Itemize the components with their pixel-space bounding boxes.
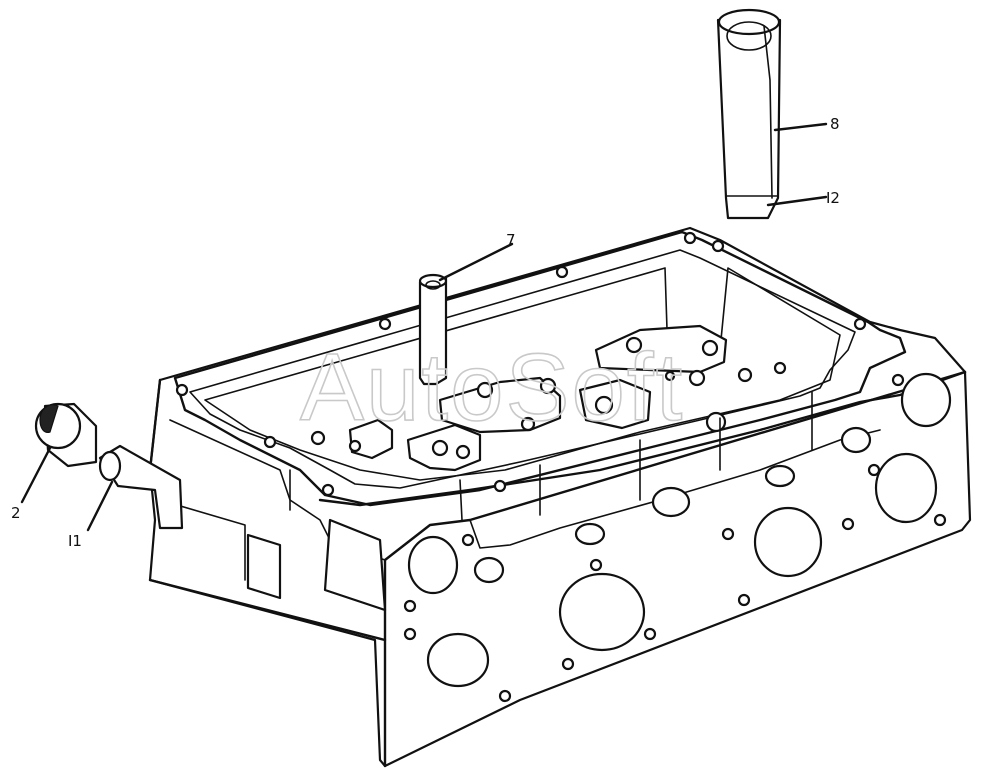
callout-2: 2 bbox=[11, 504, 21, 522]
callout-8: 8 bbox=[830, 115, 840, 133]
cylinder-head bbox=[148, 226, 972, 768]
part-8-tube bbox=[716, 8, 828, 220]
part-7-sleeve bbox=[418, 242, 514, 386]
callout-7: 7 bbox=[506, 231, 516, 249]
callout-11: I1 bbox=[68, 532, 82, 550]
bolt-holes bbox=[175, 231, 947, 703]
part-2-plug bbox=[20, 402, 98, 504]
part-11-pin bbox=[86, 444, 184, 532]
callout-12: I2 bbox=[826, 189, 840, 207]
watermark-text: AutoSoft bbox=[300, 334, 684, 441]
